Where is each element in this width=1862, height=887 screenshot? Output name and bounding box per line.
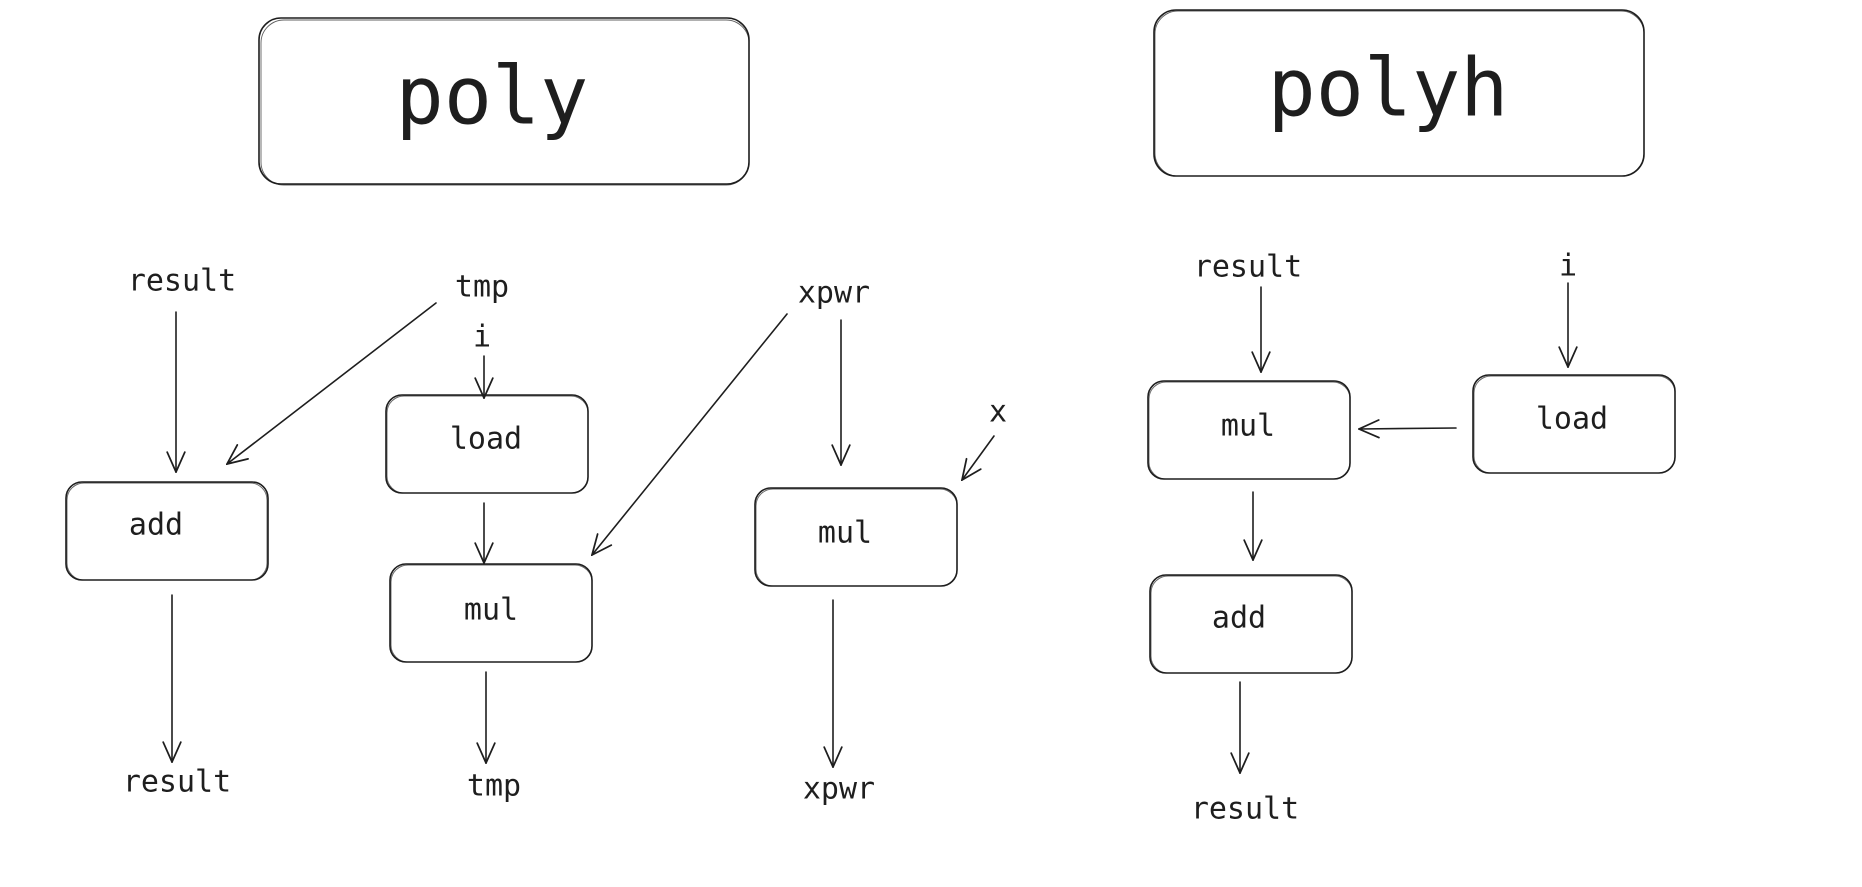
poly-node-mul-tmp-label: mul (464, 593, 518, 628)
polyh-var-result-out: result (1191, 792, 1299, 827)
poly-node-load-label: load (450, 422, 522, 457)
polyh-node-mul: mul (1147, 380, 1351, 480)
poly-edge-xpwr-to-mul-tmp (592, 313, 788, 555)
poly-node-add: add (65, 481, 269, 581)
poly-var-xpwr-out: xpwr (803, 772, 875, 807)
poly-edge-x-to-mul-xpwr (962, 435, 995, 480)
polyh-node-add: add (1149, 574, 1353, 674)
poly-panel: poly result tmp i xpwr x add load mul mu… (65, 17, 1007, 807)
polyh-node-add-label: add (1212, 601, 1266, 636)
poly-node-mul-tmp: mul (389, 563, 593, 663)
poly-var-tmp-in: tmp (455, 270, 509, 305)
poly-var-result-out: result (123, 765, 231, 800)
poly-node-add-label: add (129, 508, 183, 543)
polyh-var-result-in: result (1194, 250, 1302, 285)
poly-node-load: load (385, 394, 589, 494)
poly-title: poly (396, 50, 589, 143)
poly-title-box: poly (258, 17, 750, 186)
polyh-edge-load-to-mul (1359, 428, 1457, 429)
poly-var-result-in: result (128, 264, 236, 299)
polyh-title: polyh (1268, 42, 1509, 135)
poly-node-mul-xpwr-label: mul (818, 516, 872, 551)
polyh-node-mul-label: mul (1221, 409, 1275, 444)
polyh-panel: polyh result i mul load add result (1147, 9, 1676, 827)
poly-edge-tmp-to-add (227, 302, 437, 464)
poly-node-mul-xpwr: mul (754, 487, 958, 587)
poly-var-tmp-out: tmp (467, 769, 521, 804)
polyh-node-load-label: load (1536, 402, 1608, 437)
polyh-title-box: polyh (1153, 9, 1645, 177)
poly-var-i-in: i (473, 320, 491, 355)
polyh-var-i-in: i (1559, 249, 1577, 284)
poly-var-x-in: x (989, 395, 1007, 430)
poly-var-xpwr-in: xpwr (798, 276, 870, 311)
polyh-node-load: load (1472, 374, 1676, 474)
